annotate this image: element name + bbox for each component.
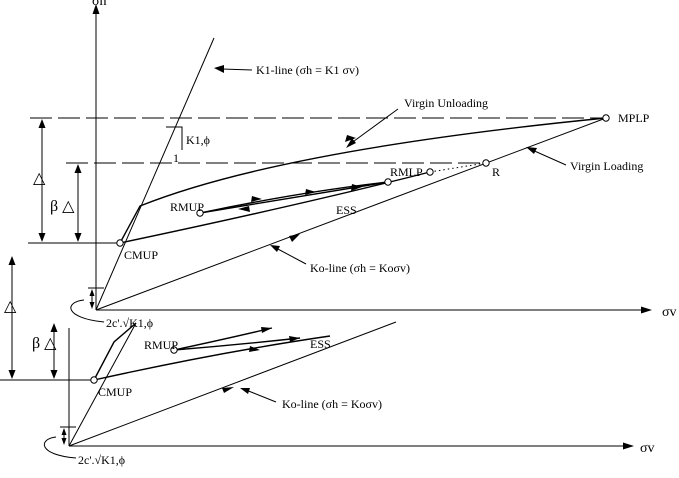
k1-slope-triangle	[166, 126, 183, 150]
virgin-unloading-leader-arrow	[346, 138, 356, 148]
ko-line-leader	[275, 247, 307, 265]
cohesion-leader	[70, 299, 105, 323]
cmup-reload-curve	[119, 171, 431, 244]
lower-k1-kink	[93, 322, 137, 381]
virgin-loading-leader	[529, 148, 567, 166]
slope-one-label: 1	[173, 151, 179, 165]
lower-cohesion-label: 2c'.√K1,ϕ	[78, 453, 125, 467]
lower-cmup-curve	[93, 335, 331, 381]
lower-cohesion-arrow-top	[61, 428, 67, 435]
lower-beta-delta-arrow-top	[50, 323, 58, 332]
delta-arrow-bottom	[38, 233, 46, 242]
rmup-point	[196, 209, 204, 217]
virgin-unloading-arrow	[345, 135, 356, 142]
rmup-arrow-2	[305, 189, 316, 195]
lower-rmup-curve-1	[173, 327, 273, 351]
k1-line-leader-arrow	[214, 65, 224, 73]
lower-ko-line-arrow	[222, 387, 234, 393]
lower-beta-delta-arrow-bottom	[50, 370, 58, 379]
lower-rmup-point	[170, 346, 178, 354]
ko-line-arrow-mid	[289, 234, 300, 242]
mplp-label: MPLP	[618, 111, 650, 125]
beta-delta-label: β △	[50, 198, 75, 215]
lower-rmup-curve-2	[173, 337, 301, 351]
rmlp-unload-curve	[199, 181, 389, 214]
ko-line-label: Ko-line (σh = Koσv)	[310, 261, 410, 275]
rmlp-point	[426, 168, 434, 176]
beta-delta-arrow-bottom	[74, 233, 82, 242]
upper-y-axis-arrow	[92, 4, 100, 14]
lower-cohesion-leader	[43, 436, 77, 459]
lower-ko-line-leader	[245, 389, 277, 403]
k1-line-leader	[221, 68, 253, 71]
lower-beta-delta-label: β △	[32, 335, 57, 352]
lower-rmup-arrow-1	[261, 327, 272, 333]
rmlp-left-point	[384, 178, 392, 186]
lower-cmup-point	[90, 376, 98, 384]
cmup-point	[116, 239, 124, 247]
virgin-unloading-label: Virgin Unloading	[404, 96, 488, 110]
r-label: R	[492, 165, 500, 179]
virgin-loading-leader-arrow	[526, 147, 537, 154]
virgin-unloading-curve	[119, 117, 607, 244]
k1-line-label: K1-line (σh = K1 σv)	[256, 63, 359, 77]
lower-k1-line	[68, 322, 137, 447]
rmup-reload-curve	[199, 181, 389, 214]
lower-delta-label: △	[4, 298, 17, 315]
virgin-loading-label: Virgin Loading	[570, 159, 643, 173]
upper-x-axis-arrow	[641, 306, 652, 314]
upper-diagram: σh σv K1,ϕ 1 K1-line (σh = K1 σv) △ β △	[28, 0, 677, 330]
lower-cohesion-arrow-bottom	[61, 438, 67, 445]
k1-slope-label: K1,ϕ	[186, 133, 210, 147]
ko-line-leader-arrow	[270, 245, 280, 252]
beta-delta-arrow-top	[74, 164, 82, 173]
lower-diagram: σv △ β △ RMUP ESS CMUP	[0, 256, 655, 467]
rmlp-label: RMLP	[390, 165, 423, 179]
lower-x-axis-label: σv	[640, 441, 655, 456]
rmup-label: RMUP	[170, 200, 204, 214]
lower-cmup-label: CMUP	[98, 385, 132, 399]
cohesion-arrow-bottom	[89, 302, 95, 309]
lower-x-axis-arrow	[623, 442, 634, 450]
lower-ko-line-label: Ko-line (σh = Koσv)	[282, 397, 382, 411]
virgin-unloading-leader	[349, 108, 399, 145]
lower-delta-arrow-bottom	[8, 370, 16, 379]
delta-arrow-top	[38, 119, 46, 128]
upper-y-axis-label: σh	[92, 0, 107, 9]
lower-delta-arrow-top	[8, 256, 16, 265]
rmlp-to-r-dotted	[429, 162, 487, 173]
lower-ko-line-leader-arrow	[240, 388, 250, 394]
mplp-point	[602, 114, 610, 122]
lower-ess-label: ESS	[310, 337, 331, 351]
delta-label: △	[33, 170, 46, 187]
ko-line	[95, 117, 607, 311]
cohesion-arrow-top	[89, 289, 95, 296]
lower-ko-line	[68, 321, 397, 447]
r-point	[482, 159, 490, 167]
lower-cmup-arrow	[249, 346, 260, 352]
lower-rmup-label: RMUP	[144, 338, 178, 352]
ess-label: ESS	[336, 203, 357, 217]
cmup-label: CMUP	[124, 248, 158, 262]
upper-x-axis-label: σv	[662, 305, 677, 320]
cohesion-label: 2c'.√K1,ϕ	[106, 316, 153, 330]
rmlp-unload-arrow	[238, 206, 250, 212]
k1-line	[95, 37, 215, 311]
rmup-arrow-1	[251, 196, 262, 202]
lower-rmup-arrow-2	[289, 336, 300, 342]
